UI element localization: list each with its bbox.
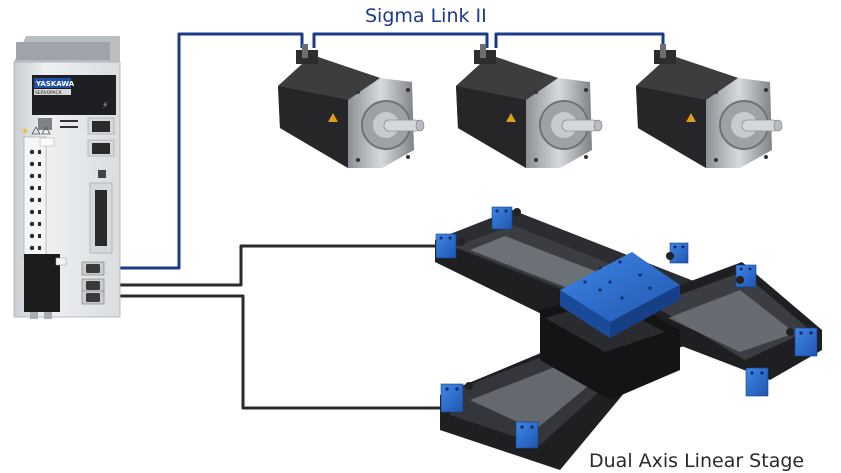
encoder-cables [100, 244, 445, 410]
servo-motor-3 [636, 44, 783, 168]
end-block [745, 367, 769, 397]
status-led-icon [22, 128, 28, 134]
sigma-link-cables [100, 32, 665, 270]
motor2-to-motor3-cable [494, 32, 665, 48]
ethernet-port-1 [92, 121, 110, 132]
servo-motor-2 [456, 44, 603, 168]
io-connector [95, 190, 107, 246]
dual-axis-linear-stage [435, 206, 822, 470]
end-block [440, 383, 464, 413]
diagram-title: Sigma Link II [365, 5, 487, 27]
end-block [491, 206, 513, 230]
encoder-port-2 [86, 293, 100, 302]
end-block [669, 242, 689, 264]
drive-to-motor1-cable [100, 32, 304, 270]
end-block [515, 421, 539, 449]
warning-icon [31, 126, 41, 135]
motor1-to-motor2-cable [312, 32, 489, 48]
drive-to-stage-axis2-cable [100, 294, 445, 410]
stage-label: Dual Axis Linear Stage [589, 450, 804, 472]
drive-brand-label: YASKAWA [35, 80, 75, 88]
sigma-link-port [86, 264, 100, 273]
servo-drive: YASKAWA SERVOPACK ⚡ [13, 36, 121, 319]
encoder-port-1 [86, 281, 100, 290]
servo-motor-1 [278, 44, 425, 168]
servo-motors [278, 44, 783, 168]
top-table [560, 252, 680, 322]
warning-icon [328, 113, 338, 122]
drive-model-label: SERVOPACK [35, 90, 63, 96]
drive-to-stage-axis1-cable [100, 244, 440, 287]
wireless-icon: ⚡ [102, 101, 108, 111]
warning-icon [41, 126, 51, 135]
warning-icon [686, 113, 696, 122]
ethernet-port-2 [92, 143, 110, 154]
end-block [794, 327, 818, 357]
end-block [435, 233, 457, 259]
warning-icon [506, 113, 516, 122]
